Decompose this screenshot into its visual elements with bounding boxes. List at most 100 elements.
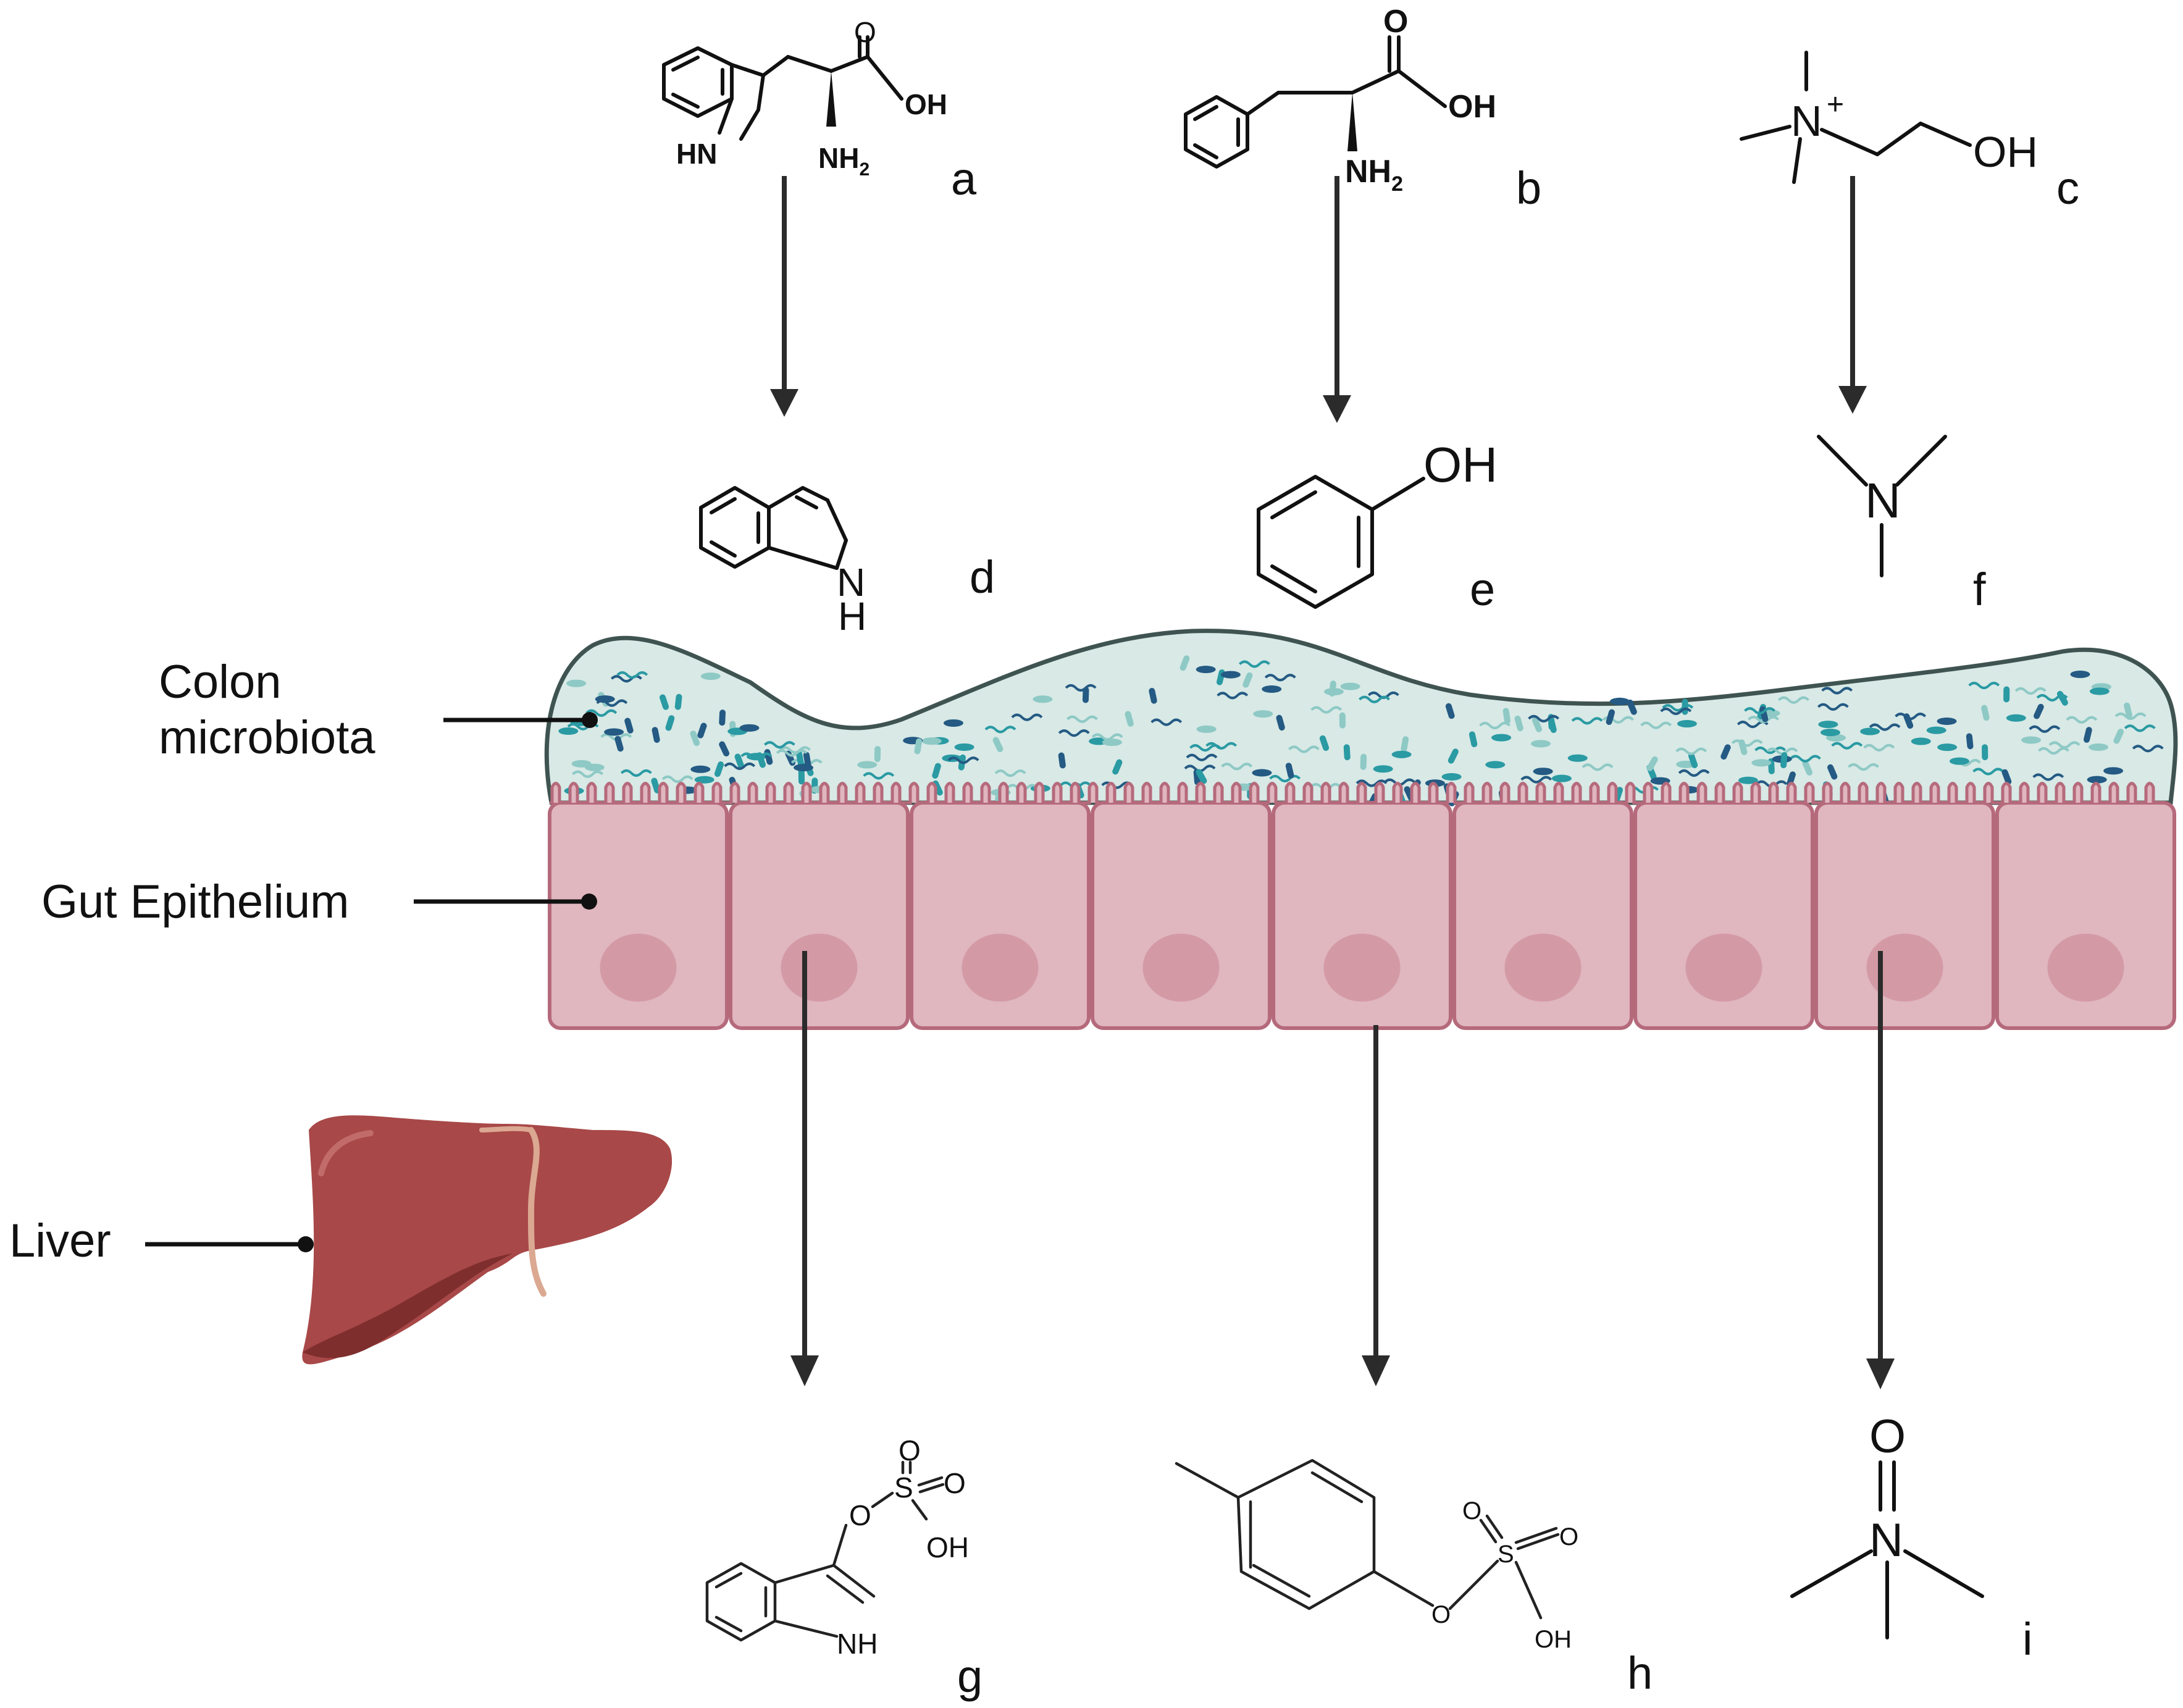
gut-pointer-dot: [581, 894, 597, 910]
bacterium: [2032, 773, 2064, 781]
bacterium: [1179, 655, 1190, 671]
cell-nucleus: [600, 934, 677, 1002]
bacterium: [1677, 720, 1697, 728]
bacterium: [1066, 715, 1098, 723]
bacterium: [1982, 744, 1988, 761]
liver-label: Liver: [9, 1215, 111, 1267]
a-oh-label: OH: [905, 88, 947, 120]
g-o3-label: O: [944, 1467, 966, 1499]
bacterium: [2087, 776, 2107, 784]
cell-nucleus: [1504, 934, 1582, 1002]
bacterium: [566, 679, 587, 687]
bacterium: [1485, 761, 1506, 769]
bacterium: [863, 772, 895, 780]
bacterium: [2014, 687, 2047, 695]
label-f: f: [1973, 564, 1986, 615]
bacterium: [690, 765, 711, 773]
bacterium: [1391, 750, 1412, 758]
a-nh2-label: NH2: [818, 142, 869, 180]
bacterium: [1011, 713, 1043, 721]
bacterium: [1609, 697, 1630, 705]
b-o-label: O: [1383, 4, 1408, 40]
bacterium: [665, 715, 675, 731]
bacterium: [1911, 737, 1931, 745]
bacterium: [1731, 739, 1763, 747]
h-oh-label: OH: [1535, 1626, 1572, 1653]
bacterium: [1323, 688, 1344, 696]
bacterium: [694, 776, 714, 784]
bacterium: [2003, 686, 2010, 703]
bacterium: [1748, 716, 1779, 724]
arrow-d-to-g: [790, 951, 819, 1386]
bacterium: [2113, 729, 2124, 744]
colon-label-line1: Colon: [159, 656, 282, 708]
compound-b-phenylalanine: O OH NH2 b: [1184, 4, 1541, 214]
bacterium: [776, 749, 808, 757]
bacterium: [1469, 731, 1478, 748]
label-d: d: [970, 551, 995, 603]
bacterium: [624, 718, 634, 734]
bacterium: [1720, 744, 1731, 760]
bacterium: [1125, 711, 1134, 727]
g-s-label: S: [894, 1471, 913, 1504]
g-o2-label: O: [899, 1434, 921, 1467]
label-c: c: [2056, 162, 2079, 214]
bacterium: [1205, 742, 1238, 750]
bacterium: [1441, 772, 1462, 781]
bacterium: [1276, 714, 1285, 731]
compound-h-p-cresyl-sulfate: O S O O OH h: [1175, 1459, 1653, 1699]
compound-c-choline: N + OH c: [1740, 51, 2079, 214]
bacterium: [1966, 733, 1974, 750]
bacterium: [740, 752, 773, 760]
bacterium: [1831, 742, 1863, 750]
bacterium: [558, 727, 579, 735]
a-o-label: O: [854, 16, 876, 48]
bacterium: [1196, 769, 1207, 784]
bacterium: [1937, 717, 1957, 725]
bacterium: [943, 719, 963, 727]
bacterium: [1445, 703, 1455, 719]
h-s-label: S: [1498, 1541, 1514, 1568]
arrow-c-to-f: [1838, 176, 1867, 414]
bacterium: [2066, 716, 2098, 724]
bacterium: [1751, 759, 1772, 767]
bacterium: [1528, 714, 1560, 722]
bacterium: [914, 738, 923, 755]
e-oh-label: OH: [1423, 437, 1498, 492]
bacterium: [1479, 722, 1511, 730]
bacterium: [2034, 703, 2044, 719]
bacterium: [1551, 774, 1572, 782]
compound-g-indoxyl-sulfate: NH O S O O OH g: [705, 1434, 983, 1702]
bacterium: [954, 743, 974, 751]
bacterium: [947, 756, 979, 764]
bacterium: [984, 726, 1016, 734]
cell-nucleus: [781, 934, 858, 1002]
gut-epithelium-label: Gut Epithelium: [41, 876, 349, 928]
cell-nucleus: [1323, 934, 1401, 1002]
bacterium: [1848, 763, 1879, 771]
label-h: h: [1627, 1647, 1653, 1699]
bacterium: [1640, 721, 1672, 729]
bacterium: [1264, 674, 1296, 682]
bacterium: [614, 735, 624, 752]
bacterium: [1360, 753, 1367, 770]
bacterium: [2021, 736, 2042, 744]
bacterium: [2006, 714, 2026, 722]
cell-nucleus: [1685, 934, 1762, 1002]
bacterium: [2089, 687, 2110, 695]
bacterium: [1252, 769, 1272, 777]
bacterium: [1817, 703, 1849, 711]
i-n-label: N: [1869, 1514, 1903, 1567]
bacterium: [1778, 696, 1809, 704]
bacterium: [690, 731, 700, 747]
b-nh2-label: NH2: [1345, 154, 1403, 196]
bacterium: [1675, 747, 1707, 755]
bacterium: [596, 699, 628, 707]
bacterium: [1937, 743, 1958, 751]
c-plus-label: +: [1827, 88, 1844, 121]
bacterium: [700, 672, 721, 680]
bacterium: [763, 741, 795, 749]
bacterium: [1310, 706, 1343, 714]
bacterium: [1968, 682, 2000, 690]
